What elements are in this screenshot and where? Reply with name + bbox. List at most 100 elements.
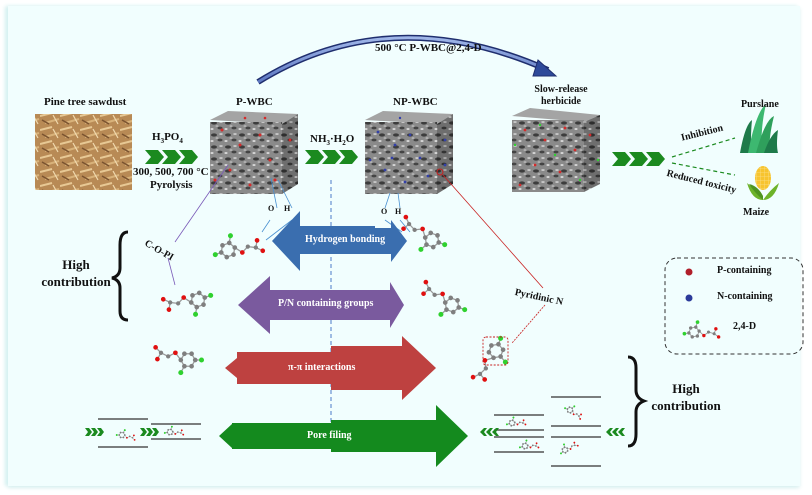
n-containing-legend-icon [685, 294, 693, 302]
molecule-atom [118, 434, 121, 436]
oh-label-o: O [268, 204, 275, 213]
pore-slit-left [98, 418, 201, 448]
molecule-slit-left-2 [163, 425, 185, 436]
molecule-atom [579, 418, 582, 420]
molecule-atom [576, 444, 579, 447]
molecule-atom [424, 242, 429, 247]
molecules [115, 214, 721, 455]
molecule-pn-right [421, 279, 468, 317]
molecule-atom [196, 290, 202, 296]
molecule-atom [218, 250, 224, 255]
p-wbc-cube [210, 111, 298, 194]
molecule-atom [403, 214, 409, 220]
molecule-atom [566, 408, 569, 410]
molecule-atom [173, 350, 178, 356]
molecule-atom [571, 407, 574, 410]
molecule-slit-right-2 [518, 439, 540, 450]
molecule-atom [128, 435, 131, 438]
right-brace [627, 355, 649, 448]
left-contribution-line1: High [62, 257, 90, 272]
left-contribution-line2: contribution [41, 274, 111, 289]
c-o-p-connector [174, 164, 229, 243]
molecule-atom [482, 377, 488, 382]
step1-temps: 300, 500, 700 °C [133, 166, 209, 178]
molecule-atom [564, 451, 567, 454]
herbicide-cube [512, 108, 600, 192]
molecule-atom [706, 330, 711, 334]
molecule-atom [516, 423, 519, 426]
molecule-atom [208, 292, 214, 298]
molecule-atom [430, 244, 436, 250]
molecule-atom [566, 450, 569, 452]
molecule-hbond-left [212, 233, 266, 260]
molecule-atom [245, 244, 250, 249]
molecule-atom [418, 246, 424, 252]
molecule-hbond-right [401, 214, 448, 252]
molecule-atom [201, 302, 206, 307]
molecule-atom [561, 448, 564, 450]
molecule-atom [227, 233, 233, 239]
molecule-atom [571, 410, 574, 412]
molecule-pi-left [153, 345, 205, 376]
pyridinic-n-highlight [482, 336, 509, 366]
left-contribution-label: High contribution [36, 256, 116, 290]
molecule-atom [695, 334, 700, 338]
molecule-atom [181, 295, 187, 300]
molecule-atom [190, 293, 195, 298]
molecule-atom [572, 413, 575, 416]
molecule-atom [580, 413, 582, 416]
molecule-slit-right-4 [559, 441, 579, 455]
reagent-o: O [345, 133, 355, 145]
molecule-atom [563, 443, 565, 446]
molecule-atom [568, 406, 571, 409]
molecule-atom [171, 430, 174, 433]
reagent-sub-3b: 3 [326, 139, 331, 148]
molecule-pi-right [470, 335, 508, 382]
reagent-h: H [152, 131, 161, 143]
molecule-atom [714, 327, 718, 331]
legend-box [664, 257, 804, 355]
molecule-atom [455, 298, 460, 303]
molecule-atom [254, 238, 260, 243]
molecule-atom [423, 279, 429, 285]
chevrons-step1-icon [145, 150, 198, 164]
step1-reagent: H3PO4 [152, 131, 183, 145]
molecule-atom [406, 221, 412, 227]
molecule-atom [566, 410, 569, 413]
molecule-atom [456, 305, 462, 310]
molecule-atom [123, 429, 126, 432]
pi-pi-arrow [225, 336, 436, 400]
molecule-atom [513, 424, 515, 426]
molecule-atom [486, 349, 492, 355]
molecule-atom [426, 286, 432, 292]
molecule-atom [444, 307, 449, 312]
molecule-atom [436, 240, 442, 245]
molecule-atom [119, 436, 122, 439]
np-oh-label-o: O [381, 207, 388, 216]
oh-connector-h [277, 179, 293, 209]
molecule-atom [482, 358, 488, 363]
molecule-atom [566, 447, 569, 450]
molecule-atom [448, 295, 454, 301]
molecule-atom [178, 370, 184, 376]
herbicide-title-line1: Slow-release [534, 84, 588, 95]
molecule-atom [119, 431, 122, 434]
molecule-atom [535, 442, 538, 445]
molecule-atom [694, 325, 698, 329]
top-arc-label: 500 °C P-WBC@2,4-D [375, 42, 482, 54]
chevrons-step3-icon [612, 152, 665, 166]
maize-icon [747, 166, 779, 200]
purslane-title: Purslane [741, 99, 779, 110]
molecule-atom [537, 446, 540, 449]
reagent-nh: NH [310, 133, 327, 145]
molecule-atom [220, 243, 225, 248]
molecule-atom [178, 357, 184, 363]
molecule-slit-right-3 [564, 405, 582, 420]
chevrons-step2-icon [305, 150, 358, 164]
molecule-atom [253, 245, 258, 250]
right-contribution-line1: High [672, 381, 700, 396]
molecule-atom [518, 421, 521, 424]
pn-groups-arrow [238, 276, 404, 334]
sawdust-image [35, 114, 132, 190]
molecule-atom [224, 254, 230, 260]
